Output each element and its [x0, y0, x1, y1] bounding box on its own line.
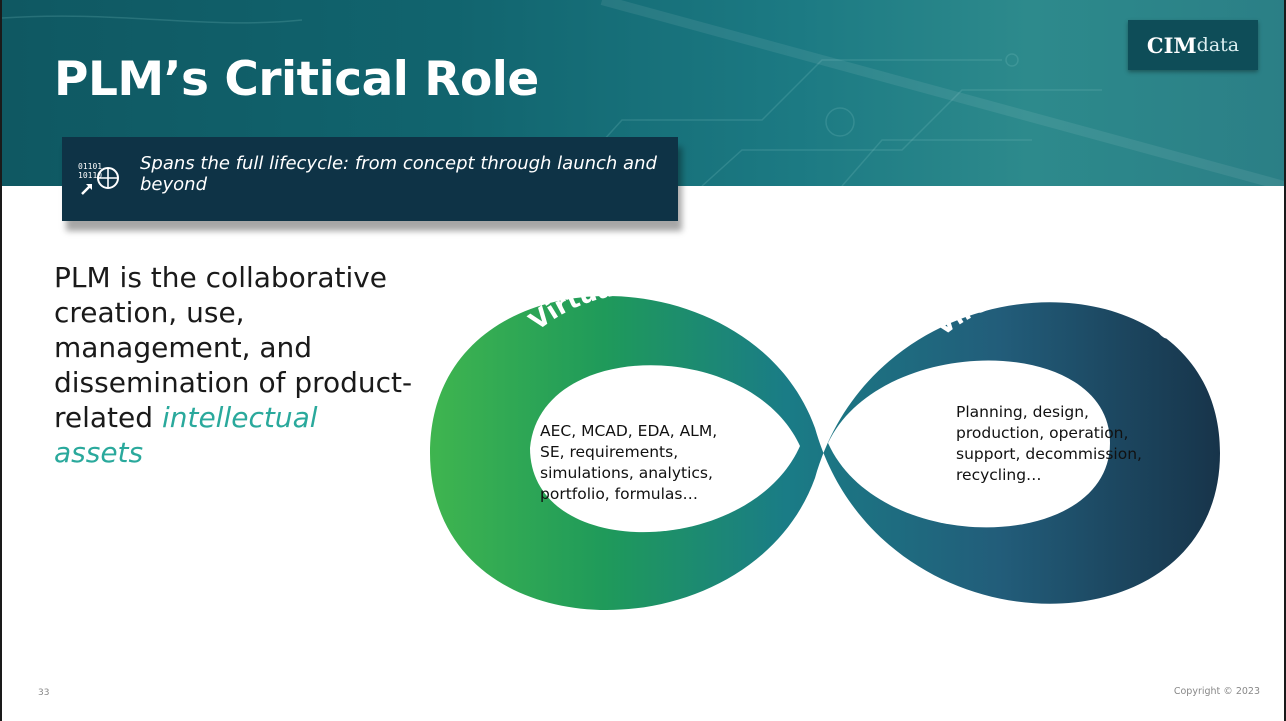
- logo-secondary-text: data: [1196, 34, 1240, 56]
- slide-border-right: [1284, 0, 1286, 721]
- plm-infinity-diagram: Virtual Products Virtual Processes: [430, 270, 1220, 611]
- page-number: 33: [38, 688, 50, 698]
- right-hole: [828, 360, 1110, 528]
- definition-highlight: intellectual assets: [54, 401, 318, 469]
- logo-primary-text: CIM: [1146, 32, 1197, 58]
- svg-text:10110: 10110: [78, 171, 102, 180]
- plm-definition: PLM is the collaborative creation, use, …: [54, 260, 414, 470]
- page-title: PLM’s Critical Role: [54, 52, 539, 107]
- lifecycle-callout: 01101 10110 Spans the full lifecycle: fr…: [62, 137, 678, 221]
- virtual-products-list: AEC, MCAD, EDA, ALM, SE, requirements, s…: [540, 422, 718, 503]
- copyright-notice: Copyright © 2023: [1173, 686, 1260, 697]
- definition-text: PLM is the collaborative creation, use, …: [54, 261, 413, 434]
- virtual-processes-list: Planning, design, production, operation,…: [956, 403, 1142, 484]
- binary-globe-icon: 01101 10110: [78, 162, 119, 195]
- callout-text: Spans the full lifecycle: from concept t…: [140, 153, 657, 195]
- slide-border-left: [0, 0, 2, 721]
- svg-text:01101: 01101: [78, 162, 102, 171]
- left-hole: [530, 365, 800, 533]
